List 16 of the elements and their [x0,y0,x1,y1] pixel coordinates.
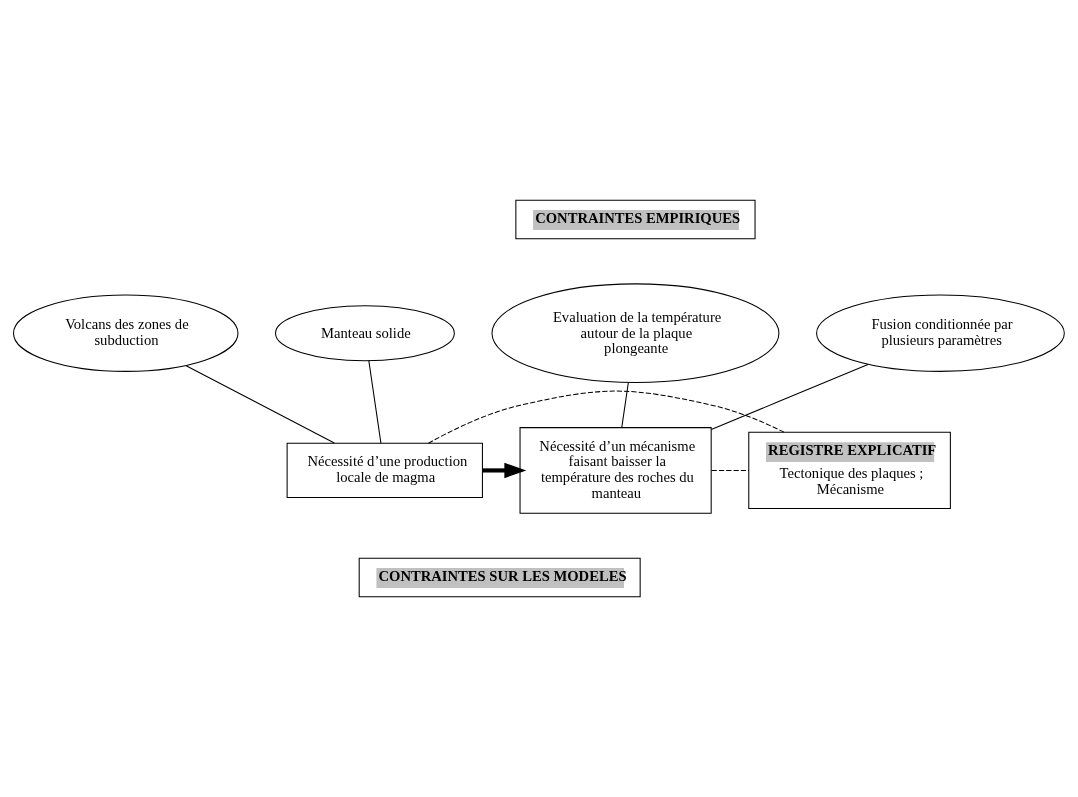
node-box: CONTRAINTES EMPIRIQUES [515,199,756,240]
node-box: Nécessité d’une production locale de magma [286,442,483,499]
node-ellipse: Fusion conditionnée par plusieurs paramètres [816,294,1065,372]
node-ellipse: Manteau solide [275,305,455,362]
node-box: Nécessité d’un mécanisme faisant baisser la température des roches du manteau [519,427,712,514]
connector [185,365,335,444]
connector [621,382,629,429]
node-box: REGISTRE EXPLICATIF Tectonique des plaques ; Mécanisme [748,431,951,510]
node-ellipse: Volcans des zones de subduction [13,294,239,372]
arrow [482,462,527,479]
connector [710,363,869,431]
node-ellipse: Evaluation de la température autour de la plaque plongeante [491,283,780,384]
connector [368,360,382,444]
node-box: CONTRAINTES SUR LES MODELES [358,557,641,598]
connector [711,469,750,471]
connector [427,390,785,444]
